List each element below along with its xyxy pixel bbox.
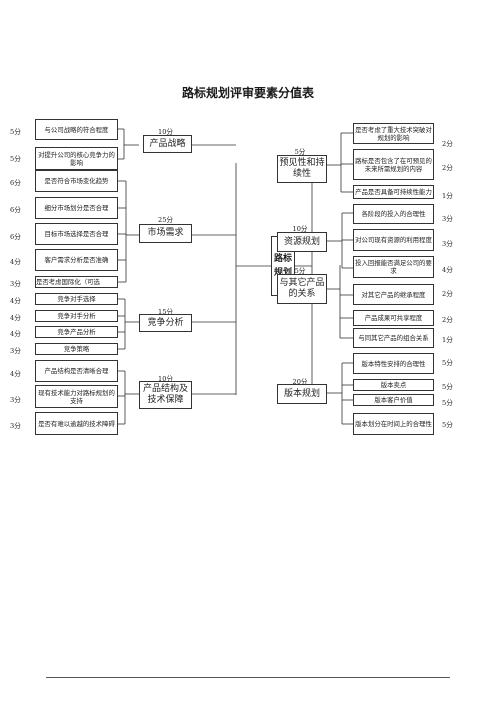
right-item: 与同其它产品的组合关系 (353, 328, 434, 348)
category-score-product-relations: 5分 (294, 267, 306, 275)
item-score: 3分 (10, 422, 21, 430)
item-score: 6分 (10, 233, 21, 241)
right-item: 路标是否包含了在可预见的未来所需规划的内容 (353, 149, 434, 180)
left-item: 竞争对手选择 (35, 293, 118, 305)
item-score: 2分 (442, 316, 453, 324)
item-score: 5分 (442, 383, 453, 391)
right-item: 对其它产品的继承程度 (353, 284, 434, 305)
left-item: 细分市场划分是否合理 (35, 197, 118, 219)
item-score: 6分 (10, 206, 21, 214)
category-score-version-planning: 20分 (292, 378, 308, 386)
item-score: 1分 (442, 336, 453, 344)
left-item: 是否符合市场变化趋势 (35, 170, 118, 192)
category-score-market-demand: 25分 (158, 216, 173, 224)
right-item: 投入回报能否满足公司的要求 (353, 256, 434, 278)
left-item: 是否考虑国际化（可选 (35, 276, 118, 288)
left-item: 客户需求分析是否准确 (35, 249, 118, 271)
item-score: 1分 (442, 192, 453, 200)
item-score: 5分 (442, 359, 453, 367)
left-item: 与公司战略的符合程度 (35, 119, 118, 140)
left-item: 是否有难以逾越的技术障碍 (35, 412, 118, 435)
item-score: 3分 (442, 240, 453, 248)
item-score: 2分 (442, 290, 453, 298)
category-product-relations: 与其它产品的关系 (277, 274, 327, 304)
item-score: 4分 (10, 330, 21, 338)
item-score: 6分 (10, 179, 21, 187)
item-score: 2分 (442, 140, 453, 148)
item-score: 5分 (10, 128, 21, 136)
left-item: 对提升公司的核心竞争力的影响 (35, 147, 118, 170)
category-score-resource-planning: 10分 (292, 225, 308, 233)
category-resource-planning: 资源规划 (277, 232, 327, 252)
category-score-product-structure: 10分 (158, 375, 173, 383)
footer-divider (46, 677, 450, 678)
page-title: 路标规划评审要素分值表 (181, 86, 314, 100)
item-score: 3分 (10, 280, 21, 288)
item-score: 5分 (442, 399, 453, 407)
left-item: 现有技术能力对路标规划的支持 (35, 385, 118, 408)
left-item: 产品结构是否清晰合理 (35, 360, 118, 382)
right-item: 是否考虑了重大技术突破对规划的影响 (353, 123, 434, 144)
category-score-foresight: 5分 (294, 148, 306, 156)
right-item: 版本特性安排的合理性 (353, 353, 434, 374)
category-score-product-strategy: 10分 (158, 128, 173, 136)
category-foresight: 预见性和持续性 (277, 155, 327, 183)
right-item: 产品是否具备可持续性能力 (353, 185, 434, 199)
right-item: 版本客户价值 (353, 394, 434, 406)
item-score: 4分 (10, 370, 21, 378)
item-score: 3分 (10, 347, 21, 355)
item-score: 4分 (10, 314, 21, 322)
right-item: 对公司现有资源的利用程度 (353, 229, 434, 251)
category-product-structure: 产品结构及技术保障 (139, 381, 192, 409)
item-score: 5分 (10, 155, 21, 163)
item-score: 3分 (442, 215, 453, 223)
category-competition-analysis: 竞争分析 (139, 314, 192, 332)
item-score: 5分 (442, 421, 453, 429)
item-score: 4分 (442, 266, 453, 274)
category-market-demand: 市场需求 (139, 224, 192, 243)
right-item: 版本卖点 (353, 379, 434, 391)
item-score: 2分 (442, 164, 453, 172)
item-score: 4分 (10, 297, 21, 305)
left-item: 目标市场选择是否合理 (35, 223, 118, 245)
item-score: 4分 (10, 258, 21, 266)
category-product-strategy: 产品战略 (143, 135, 192, 153)
item-score: 3分 (10, 396, 21, 404)
left-item: 竞争产品分析 (35, 326, 118, 338)
category-score-competition-analysis: 15分 (158, 308, 173, 316)
left-item: 竞争对手分析 (35, 310, 118, 322)
right-item: 各阶段的投入的合理性 (353, 204, 434, 224)
left-item: 竞争策略 (35, 343, 118, 355)
category-version-planning: 版本规划 (277, 384, 327, 404)
right-item: 版本划分在时间上的合理性 (353, 413, 434, 435)
right-item: 产品成果可共享程度 (353, 310, 434, 326)
